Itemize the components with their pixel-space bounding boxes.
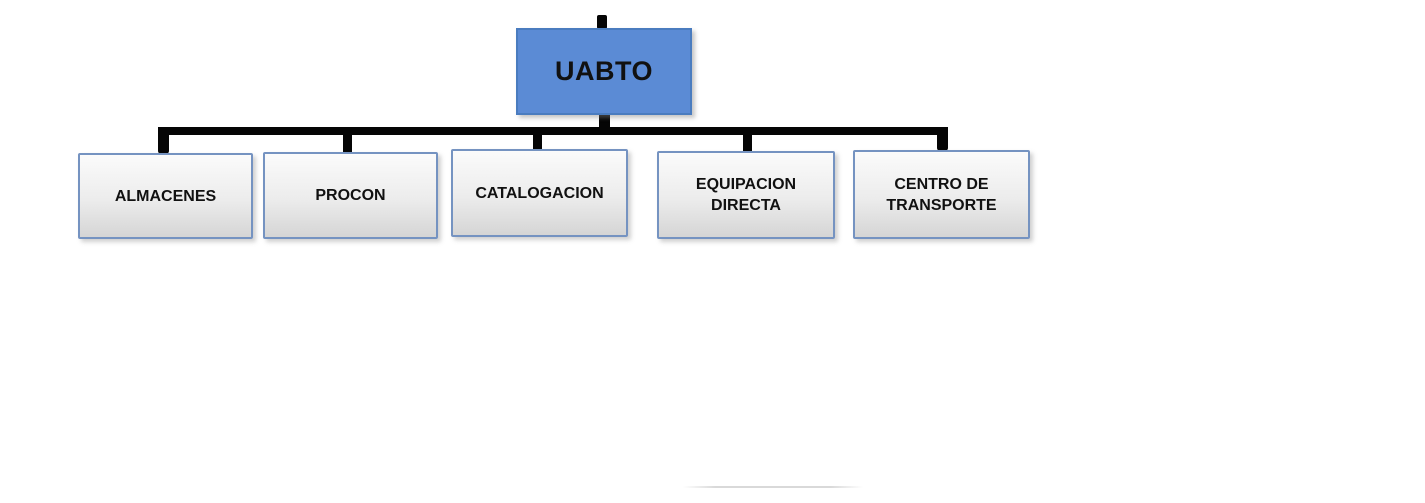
org-node-almacenes-label: ALMACENES: [114, 187, 217, 205]
org-node-procon-label: PROCON: [315, 187, 386, 204]
connector-drop-transporte: [937, 127, 948, 151]
connector-root-top-tick: [597, 15, 607, 29]
org-node-equipacion-directa: EQUIPACION DIRECTA: [657, 151, 835, 239]
org-node-centro-de-transporte: CENTRO DE TRANSPORTE: [853, 150, 1030, 239]
faint-divider-line: [683, 486, 863, 488]
org-node-equipacion-directa-label: EQUIPACION DIRECTA: [695, 176, 797, 214]
org-node-catalogacion-label: CATALOGACION: [475, 184, 604, 202]
connector-root-down-stub: [599, 113, 610, 130]
connector-drop-procon: [343, 133, 352, 152]
connector-drop-almacenes: [158, 127, 169, 154]
org-node-almacenes: ALMACENES: [78, 153, 253, 239]
connector-drop-equipacion: [743, 133, 752, 151]
org-node-procon: PROCON: [263, 152, 438, 239]
connector-drop-catalogacion: [533, 133, 542, 150]
org-node-uabto-label: UABTO: [554, 56, 653, 86]
org-node-catalogacion: CATALOGACION: [451, 149, 628, 237]
org-node-centro-de-transporte-label: CENTRO DE TRANSPORTE: [886, 175, 997, 214]
connector-horizontal-bus: [158, 127, 948, 135]
org-node-uabto: UABTO: [516, 28, 692, 115]
